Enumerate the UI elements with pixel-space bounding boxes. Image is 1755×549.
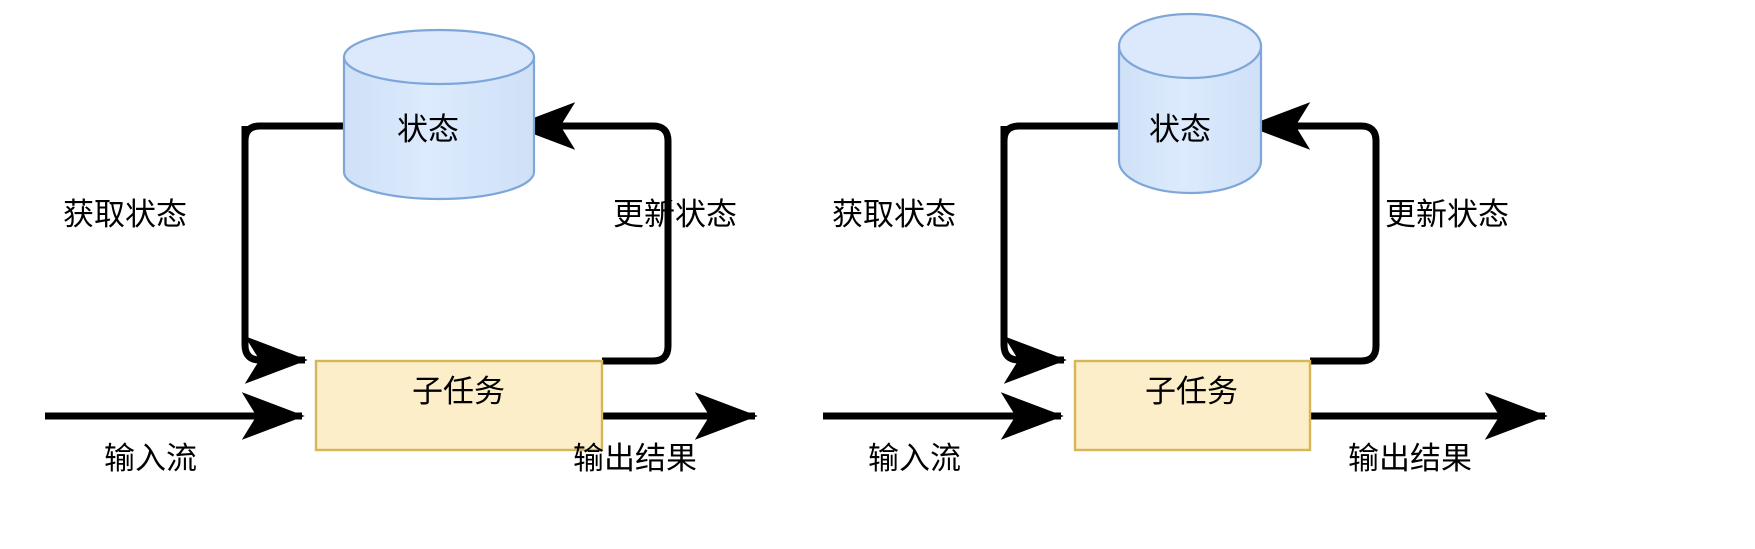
edge-label-output-result: 输出结果: [1348, 441, 1472, 476]
edge-label-input-stream: 输入流: [868, 441, 961, 476]
edge-get-state: [241, 126, 308, 384]
subtask-label: 子任务: [412, 374, 505, 409]
edge-get-state-top: [241, 122, 360, 142]
edge-update-state: [1247, 102, 1380, 365]
edge-label-update-state: 更新状态: [1385, 197, 1509, 232]
edge-label-get-state: 获取状态: [63, 197, 187, 232]
subtask-label: 子任务: [1145, 374, 1238, 409]
state-loop-diagram-right: 状态 子任务 获取状态 更新状态 输入流 输出结果: [805, 0, 1595, 549]
edge-label-output-result: 输出结果: [573, 441, 697, 476]
edge-get-state-top: [1000, 122, 1119, 142]
edge-label-get-state: 获取状态: [832, 197, 956, 232]
state-store-label: 状态: [1149, 112, 1211, 147]
state-loop-diagram-left: 状态 子任务 获取状态 更新状态 输入流 输出结果: [0, 0, 790, 549]
node-state-store: [342, 28, 536, 201]
edge-label-update-state: 更新状态: [613, 197, 737, 232]
diagram-left-vector: [45, 28, 758, 452]
node-subtask: [1073, 359, 1312, 452]
edge-label-input-stream: 输入流: [104, 441, 197, 476]
state-store-label: 状态: [397, 112, 459, 147]
edge-update-state: [512, 102, 672, 365]
node-subtask: [314, 359, 604, 452]
node-state-store: [1117, 12, 1263, 195]
edge-get-state: [1000, 126, 1067, 384]
diagram-right-vector: [823, 12, 1548, 452]
